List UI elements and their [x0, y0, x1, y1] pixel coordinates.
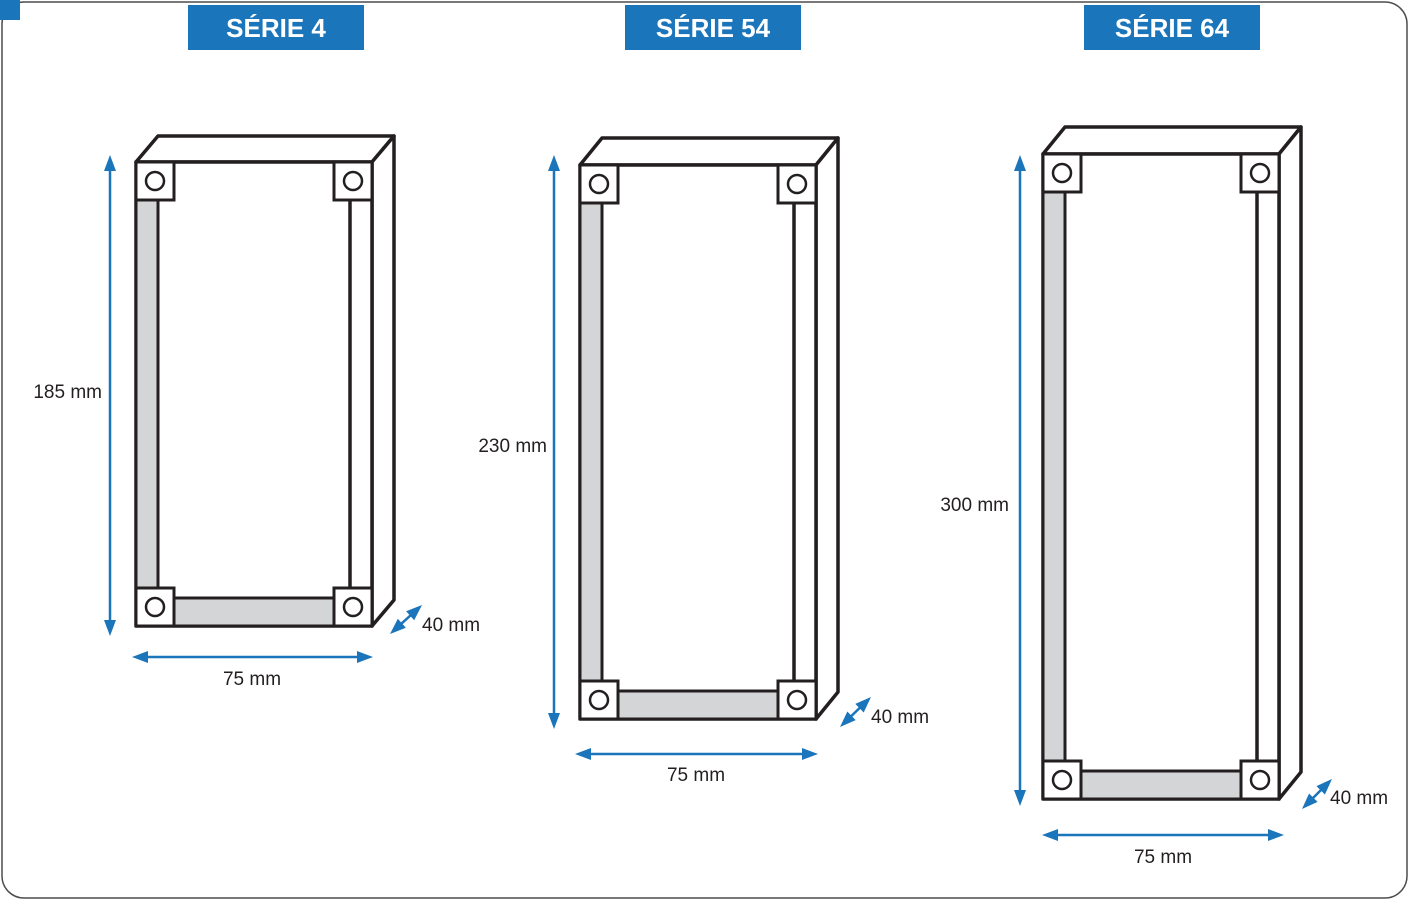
box-side-face: [370, 134, 396, 628]
enclosure-box: [578, 136, 840, 721]
box-front-face: [578, 163, 818, 721]
arrowhead-end: [855, 697, 871, 713]
arrowhead-end: [357, 651, 373, 663]
badge-background: [188, 5, 364, 50]
width-dimension-arrow: [575, 748, 818, 760]
arrowhead-start: [840, 711, 856, 727]
screw-hole: [144, 170, 166, 192]
series-title: SÉRIE 54: [656, 13, 771, 43]
left-rail: [134, 198, 160, 590]
corner-bottom-right: [1239, 759, 1281, 801]
arrowhead-end: [1014, 790, 1026, 806]
width-label: 75 mm: [223, 669, 281, 690]
corner-top-right: [776, 163, 818, 205]
enclosure-box: [1041, 125, 1303, 801]
arrowhead-end: [1268, 829, 1284, 841]
box-top-face: [578, 136, 840, 167]
arrowhead-start: [1042, 829, 1058, 841]
arrowhead-end: [104, 620, 116, 636]
height-dimension-arrow: [548, 155, 560, 729]
screw-hole: [1249, 769, 1271, 791]
arrowhead-end: [1316, 779, 1332, 795]
left-rail: [1041, 190, 1067, 763]
corner-top-left: [134, 160, 176, 202]
series-3-group: SÉRIE 64 300 mm 75 mm 40 mm: [940, 5, 1388, 868]
bottom-rail: [172, 596, 336, 628]
screw-hole: [342, 596, 364, 618]
depth-label: 40 mm: [1330, 788, 1388, 809]
arrowhead-start: [390, 618, 406, 634]
badge-background: [625, 5, 801, 50]
depth-label: 40 mm: [871, 707, 929, 728]
arrowhead-start: [575, 748, 591, 760]
corner-top-left: [578, 163, 620, 205]
arrowhead-end: [406, 605, 422, 621]
corner-block: [1239, 152, 1281, 194]
arrowhead-end: [548, 713, 560, 729]
left-rail: [578, 201, 604, 683]
series-title-badge: SÉRIE 4: [188, 5, 364, 50]
corner-bottom-right: [332, 586, 374, 628]
depth-dimension-arrow: [1302, 779, 1332, 809]
corner-top-left: [1041, 152, 1083, 194]
badge-background: [1084, 5, 1260, 50]
height-dimension-arrow: [1014, 155, 1026, 806]
arrowhead-start: [548, 155, 560, 171]
series-title-badge: SÉRIE 64: [1084, 5, 1260, 50]
series-title: SÉRIE 4: [226, 13, 326, 43]
arrowhead-start: [1302, 793, 1318, 809]
series-title: SÉRIE 64: [1115, 13, 1230, 43]
height-dimension-arrow: [104, 155, 116, 636]
box-front-face: [134, 160, 374, 628]
height-label: 230 mm: [478, 436, 547, 457]
corner-bottom-right: [776, 679, 818, 721]
screw-hole: [342, 170, 364, 192]
depth-label: 40 mm: [422, 615, 480, 636]
screw-hole: [588, 689, 610, 711]
arrowhead-end: [802, 748, 818, 760]
series-title-badge: SÉRIE 54: [625, 5, 801, 50]
depth-dimension-arrow: [390, 605, 422, 634]
box-side-face: [814, 136, 840, 721]
box-front-face: [1041, 152, 1281, 801]
width-label: 75 mm: [667, 765, 725, 786]
width-dimension-arrow: [1042, 829, 1284, 841]
corner-top-right: [332, 160, 374, 202]
screw-hole: [144, 596, 166, 618]
screw-hole: [1249, 162, 1271, 184]
enclosure-box: [134, 134, 396, 628]
screw-hole: [786, 173, 808, 195]
depth-dimension-arrow: [840, 697, 871, 727]
bottom-rail: [1079, 769, 1243, 801]
corner-bottom-left: [578, 679, 620, 721]
box-top-face: [1041, 125, 1303, 156]
arrowhead-start: [1014, 155, 1026, 171]
box-top-face: [134, 134, 396, 164]
corner-bottom-left: [134, 586, 176, 628]
series-1-group: SÉRIE 4 185 mm 75 mm 40 mm: [33, 5, 480, 690]
screw-hole: [1051, 162, 1073, 184]
screw-hole: [786, 689, 808, 711]
bottom-rail: [616, 689, 780, 721]
width-dimension-arrow: [132, 651, 373, 663]
screw-hole: [1051, 769, 1073, 791]
width-label: 75 mm: [1134, 847, 1192, 868]
box-side-face: [1277, 125, 1303, 801]
arrowhead-start: [104, 155, 116, 171]
arrowhead-start: [132, 651, 148, 663]
corner-tab: [0, 0, 20, 20]
corner-bottom-left: [1041, 759, 1083, 801]
corner-top-right: [1239, 152, 1281, 194]
screw-hole: [588, 173, 610, 195]
series-2-group: SÉRIE 54 230 mm 75 mm 40 mm: [478, 5, 929, 786]
height-label: 300 mm: [940, 495, 1009, 516]
height-label: 185 mm: [33, 382, 102, 403]
